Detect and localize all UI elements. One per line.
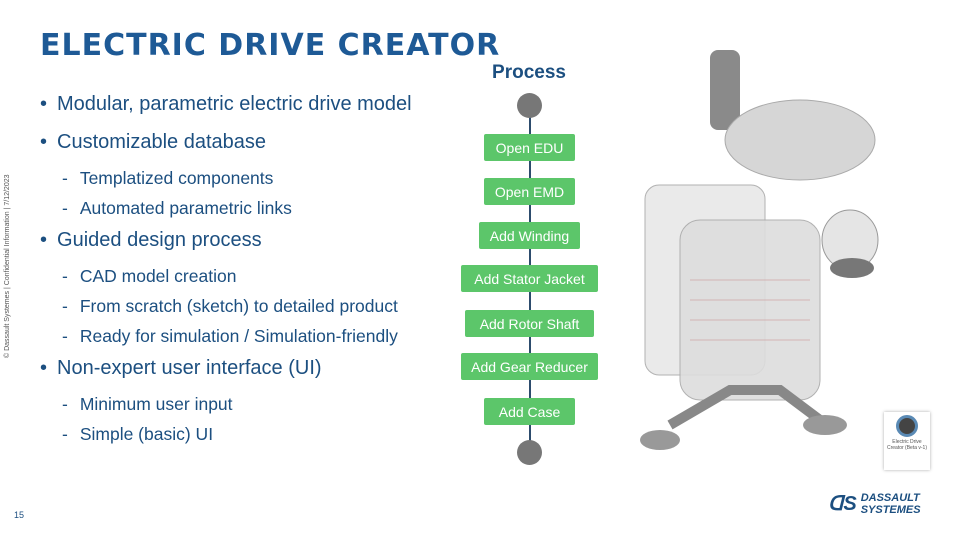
3ds-logo-icon: ᗡS <box>828 493 857 515</box>
bullet: •Customizable database <box>40 130 267 153</box>
bullet: •Modular, parametric electric drive mode… <box>40 92 412 115</box>
start-node <box>517 93 542 118</box>
logo-line-2: SYSTEMES <box>860 504 921 516</box>
confidential-note: © Dassault Systemes | Confidential Infor… <box>4 174 11 358</box>
sub-bullet-text: From scratch (sketch) to detailed produc… <box>79 295 398 316</box>
dassault-logo: ᗡS DASSAULT SYSTEMES <box>828 492 921 516</box>
sub-bullet: -Minimum user input <box>62 393 233 414</box>
step-open-edu: Open EDU <box>484 134 575 161</box>
electric-drive-model-image <box>640 50 879 450</box>
bullet-text: Non-expert user interface (UI) <box>57 356 322 379</box>
bullet-text: Guided design process <box>57 228 262 251</box>
bullet-list: •Modular, parametric electric drive mode… <box>40 92 412 454</box>
sub-bullet-text: Ready for simulation / Simulation-friend… <box>79 325 398 346</box>
app-launch-badge[interactable]: Electric Drive Creator (Beta v-1) <box>884 412 930 470</box>
bullet: •Non-expert user interface (UI) <box>40 356 322 379</box>
bullet-text: Customizable database <box>57 130 267 153</box>
end-node <box>517 440 542 465</box>
sub-bullet: -Templatized components <box>62 167 274 188</box>
sub-bullet: -Simple (basic) UI <box>62 423 214 444</box>
app-badge-label: Electric Drive Creator (Beta v-1) <box>886 439 927 451</box>
sub-bullet-text: Simple (basic) UI <box>79 423 214 444</box>
sub-bullet-text: Minimum user input <box>79 393 233 414</box>
logo-line-1: DASSAULT <box>860 492 920 504</box>
sub-bullet-text: Automated parametric links <box>79 197 292 218</box>
sub-bullet-text: Templatized components <box>79 167 274 188</box>
gear-icon <box>896 415 918 437</box>
step-open-emd: Open EMD <box>484 178 575 205</box>
bullet-text: Modular, parametric electric drive model <box>57 92 412 115</box>
process-title: Process <box>492 62 566 83</box>
step-add-case: Add Case <box>484 398 575 425</box>
step-add-stator-jacket: Add Stator Jacket <box>461 265 598 292</box>
sub-bullet: -Ready for simulation / Simulation-frien… <box>62 325 398 346</box>
slide-title: ELECTRIC DRIVE CREATOR <box>40 28 501 63</box>
sub-bullet: -Automated parametric links <box>62 197 292 218</box>
sub-bullet: -CAD model creation <box>62 265 237 286</box>
step-add-rotor-shaft: Add Rotor Shaft <box>465 310 594 337</box>
step-add-winding: Add Winding <box>479 222 580 249</box>
bullet: •Guided design process <box>40 228 262 251</box>
sub-bullet: -From scratch (sketch) to detailed produ… <box>62 295 398 316</box>
page-number: 15 <box>14 510 25 520</box>
sub-bullet-text: CAD model creation <box>79 265 237 286</box>
step-add-gear-reducer: Add Gear Reducer <box>461 353 598 380</box>
